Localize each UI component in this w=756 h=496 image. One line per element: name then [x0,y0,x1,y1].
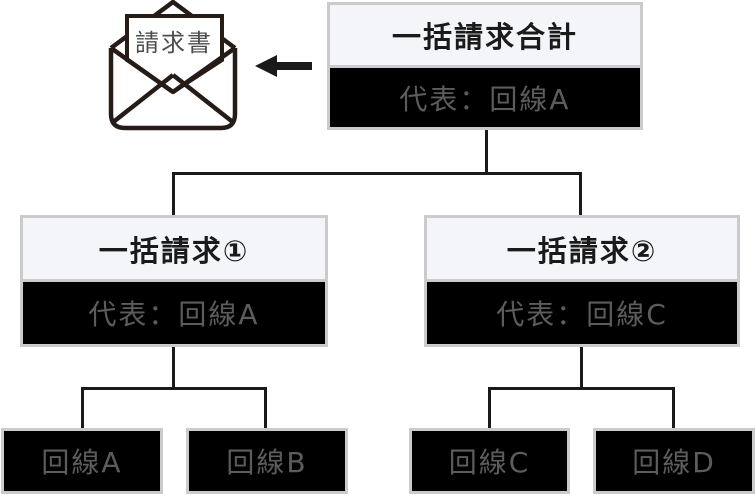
invoice-envelope-icon: 請求書 [108,0,238,131]
root-node-title: 一括請求合計 [330,5,640,68]
group1-node-title: 一括請求① [23,218,325,282]
envelope-body [108,48,238,131]
leaf-line-b-label: 回線B [226,446,308,479]
connector-to-line-a [81,387,84,428]
group2-node-subtitle-text: 代表：回線C [496,298,668,331]
root-node-subtitle-text: 代表：回線A [399,82,571,116]
group1-node-subtitle: 代表：回線A [23,282,325,344]
connector-tier1-horizontal [172,172,582,175]
arrow-left-icon [255,55,312,77]
group2-node-title: 一括請求② [427,218,737,282]
connector-to-line-d [672,387,675,428]
invoice-sheet-label: 請求書 [135,29,213,57]
leaf-line-a-label: 回線A [41,446,123,479]
leaf-line-d-label: 回線D [632,446,716,479]
connector-group2-down [580,347,583,390]
envelope-bottom-fold [110,73,236,125]
connector-group1-horizontal [81,387,267,390]
connector-root-down [485,130,488,175]
group2-node: 一括請求② 代表：回線C [424,215,740,347]
leaf-line-c-label: 回線C [448,446,531,479]
connector-to-line-c [488,387,491,428]
group2-node-subtitle: 代表：回線C [427,282,737,344]
root-node-subtitle: 代表：回線A [330,68,640,127]
connector-to-line-b [264,387,267,428]
root-node: 一括請求合計 代表：回線A [327,2,643,130]
group2-node-title-text: 一括請求② [506,233,658,268]
group1-node: 一括請求① 代表：回線A [20,215,328,347]
arrow-left-shape [255,55,312,77]
group1-node-title-text: 一括請求① [98,233,250,268]
leaf-line-a: 回線A [1,428,163,494]
connector-to-group1 [172,172,175,215]
connector-to-group2 [579,172,582,215]
leaf-line-c: 回線C [409,428,570,494]
connector-group2-horizontal [488,387,675,390]
leaf-line-d: 回線D [593,428,755,494]
root-node-title-text: 一括請求合計 [391,20,578,54]
group1-node-subtitle-text: 代表：回線A [88,298,260,331]
connector-group1-down [172,347,175,390]
leaf-line-b: 回線B [186,428,348,494]
